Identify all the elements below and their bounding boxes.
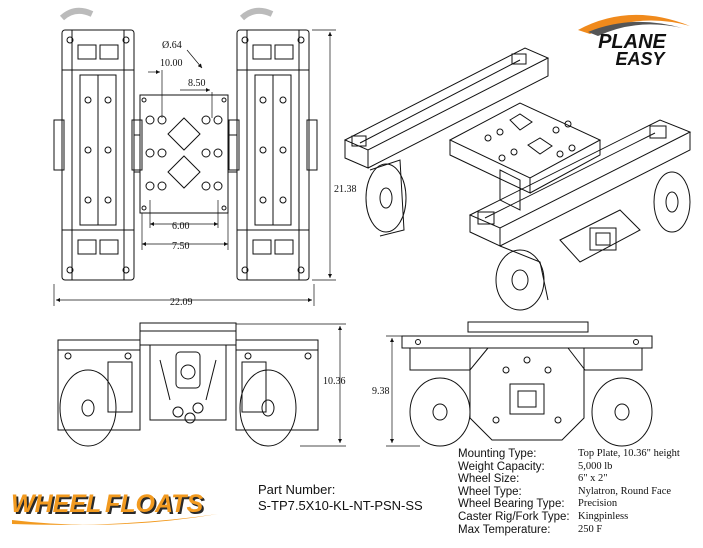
side-view-dimensions (236, 323, 346, 447)
spec-value: Kingpinless (578, 510, 629, 522)
spec-row-wheel-size: Wheel Size: 6" x 2" (458, 473, 703, 486)
part-number-block: Part Number: S-TP7.5X10-KL-NT-PSN-SS (258, 482, 423, 514)
wheel-floats-word-wheel: WHEEL (11, 490, 101, 518)
plane-easy-word-easy: EASY (615, 49, 666, 68)
front-view (401, 321, 653, 447)
spec-row-caster-rig-fork-type: Caster Rig/Fork Type: Kingpinless (458, 511, 703, 524)
center-top-plate (134, 94, 237, 214)
part-number-value: S-TP7.5X10-KL-NT-PSN-SS (258, 498, 423, 513)
spec-table: Mounting Type: Top Plate, 10.36" height … (458, 448, 703, 536)
spec-row-mounting-type: Mounting Type: Top Plate, 10.36" height (458, 448, 703, 461)
dim-9-38: 9.38 (372, 386, 390, 397)
spec-label: Caster Rig/Fork Type: (458, 510, 570, 523)
spec-row-max-temperature: Max Temperature: 250 F (458, 524, 703, 537)
front-view-dimensions (386, 335, 420, 447)
spec-label: Max Temperature: (458, 523, 551, 536)
iso-back-rail (343, 47, 550, 237)
right-rail-top-view (228, 7, 318, 281)
spec-value: 6" x 2" (578, 473, 608, 485)
iso-front-rail (468, 119, 692, 311)
spec-label: Wheel Type: (458, 485, 522, 498)
wheel-floats-word-wheel-shadow: WHEEL (13, 492, 103, 520)
wheel-floats-word-floats-shadow: FLOATS (107, 492, 205, 520)
top-view (53, 7, 318, 281)
spec-value: Nylatron, Round Face (578, 485, 672, 497)
side-view (57, 322, 319, 447)
dim-8-50: 8.50 (188, 78, 206, 89)
spec-label: Wheel Size: (458, 473, 520, 486)
plane-easy-logo: PLANE EASY (570, 8, 695, 69)
spec-label: Weight Capacity: (458, 460, 545, 473)
iso-center-plate (448, 102, 602, 211)
part-number-label: Part Number: (258, 482, 336, 497)
dim-21-38: 21.38 (334, 184, 357, 195)
isometric-view (343, 47, 692, 311)
wheel-floats-wordmark-icon: WHEEL WHEEL FLOATS FLOATS (11, 490, 218, 525)
spec-value: 250 F (578, 523, 603, 535)
spec-value: Top Plate, 10.36" height (578, 448, 680, 459)
spec-row-weight-capacity: Weight Capacity: 5,000 lb (458, 461, 703, 474)
spec-row-wheel-bearing-type: Wheel Bearing Type: Precision (458, 498, 703, 511)
wheel-floats-word-floats: FLOATS (105, 490, 203, 518)
dim-hole-diameter: Ø.64 (162, 40, 182, 51)
plane-easy-swoosh-icon: PLANE EASY (578, 14, 690, 69)
spec-value: 5,000 lb (578, 460, 613, 472)
spec-label: Mounting Type: (458, 448, 537, 460)
plane-easy-word-plane: PLANE (598, 31, 666, 53)
spec-label: Wheel Bearing Type: (458, 498, 565, 511)
spec-row-wheel-type: Wheel Type: Nylatron, Round Face (458, 486, 703, 499)
left-rail-top-view (53, 7, 143, 281)
spec-value: Precision (578, 498, 618, 510)
top-view-dimensions (53, 29, 336, 306)
dim-6-00: 6.00 (172, 221, 190, 232)
dim-22-09: 22.09 (170, 297, 193, 308)
dim-10-00: 10.00 (160, 58, 183, 69)
dim-7-50: 7.50 (172, 241, 190, 252)
wheel-floats-logo: WHEEL WHEEL FLOATS FLOATS (10, 484, 225, 530)
dim-10-36: 10.36 (323, 376, 346, 387)
